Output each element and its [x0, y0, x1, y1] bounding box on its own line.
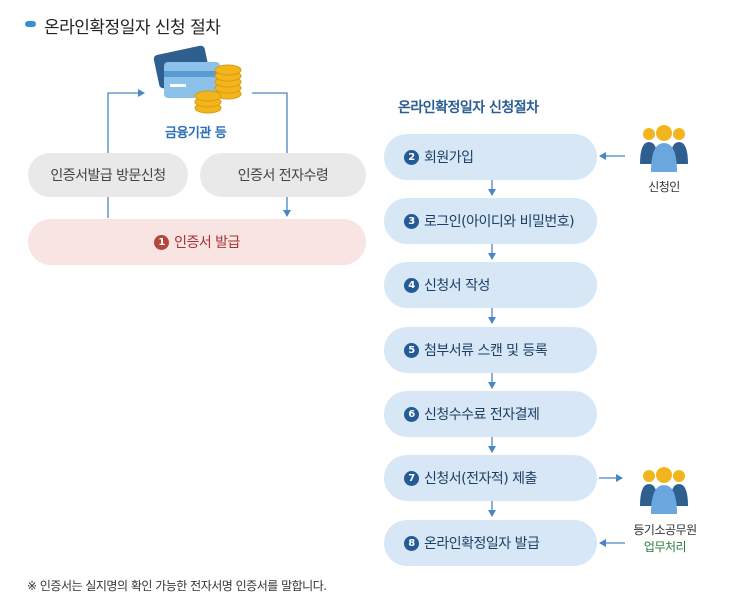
step-label: 로그인(아이디와 비밀번호) — [424, 214, 575, 230]
step-label: 신청수수료 전자결제 — [424, 407, 540, 423]
step-label: 신청서(전자적) 제출 — [424, 471, 537, 487]
certificate-issue-pill: 1 인증서 발급 — [28, 219, 366, 265]
official-group-icon — [640, 467, 688, 514]
step-number-badge: 5 — [404, 342, 419, 358]
step-scan-attachments: 5 첨부서류 스캔 및 등록 — [384, 327, 597, 373]
process-title: 온라인확정일자 신청절차 — [398, 100, 539, 116]
step-number-badge: 8 — [404, 535, 419, 551]
step-submit-application: 7 신청서(전자적) 제출 — [384, 455, 597, 501]
step-label: 온라인확정일자 발급 — [424, 536, 540, 552]
step-login: 3 로그인(아이디와 비밀번호) — [384, 198, 597, 244]
step-number-badge: 3 — [404, 213, 419, 229]
electronic-receive-pill: 인증서 전자수령 — [200, 153, 366, 197]
step-write-application: 4 신청서 작성 — [384, 262, 597, 308]
official-sub-label: 업무처리 — [643, 540, 687, 554]
step-fee-payment: 6 신청수수료 전자결제 — [384, 391, 597, 437]
step-number-badge: 4 — [404, 277, 419, 293]
step-number-badge: 2 — [404, 149, 419, 165]
issue-label: 인증서 발급 — [174, 235, 240, 251]
visit-request-pill: 인증서발급 방문신청 — [28, 153, 188, 197]
card-coins-icon — [153, 45, 242, 114]
step-number-badge: 1 — [154, 234, 170, 250]
footnote: ※ 인증서는 실지명의 확인 가능한 전자서명 인증서를 말합니다. — [27, 579, 327, 593]
step-issue-date: 8 온라인확정일자 발급 — [384, 520, 597, 566]
step-label: 신청서 작성 — [424, 278, 490, 294]
applicant-label: 신청인 — [648, 180, 680, 194]
step-number-badge: 7 — [404, 470, 419, 486]
official-label: 등기소공무원 — [633, 523, 697, 537]
title-bullet — [25, 21, 36, 27]
page-title: 온라인확정일자 신청 절차 — [44, 18, 221, 38]
applicant-group-icon — [640, 125, 688, 172]
institution-label: 금융기관 등 — [165, 126, 227, 141]
step-signup: 2 회원가입 — [384, 134, 597, 180]
step-number-badge: 6 — [404, 406, 419, 422]
step-label: 첨부서류 스캔 및 등록 — [424, 343, 548, 359]
step-label: 회원가입 — [424, 150, 474, 166]
